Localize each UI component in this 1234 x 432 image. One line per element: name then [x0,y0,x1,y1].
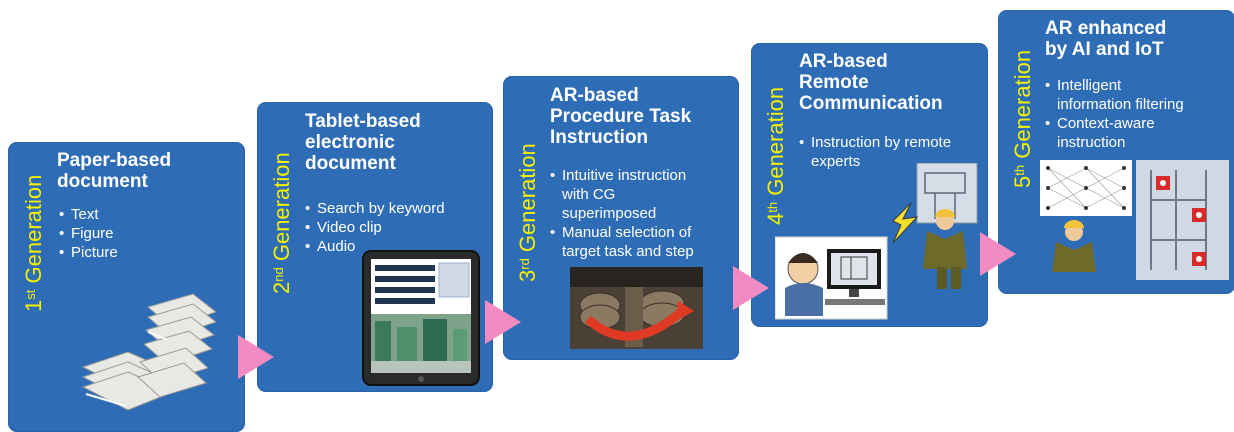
panel-gen-1: 1st Generation Paper-based document Text… [8,142,245,432]
arrow-right-icon [485,300,521,344]
list-item: Search by keyword [305,199,445,218]
bullet-list: • Intuitive instruction with CG superimp… [550,167,694,260]
list-item: target task and step [562,243,694,260]
list-item: Context-aware [1057,115,1155,132]
list-item: instruction [1057,134,1126,151]
bullet-list: Text Figure Picture [59,205,118,262]
list-item: Picture [59,243,118,262]
panel-gen-5: 5th Generation AR enhanced by AI and IoT… [998,10,1234,294]
neural-network-image [1040,160,1132,272]
panel-title: AR-based Procedure Task Instruction [550,85,692,148]
remote-expert-image [775,163,978,320]
panel-gen-3: 3rd Generation AR-based Procedure Task I… [503,76,739,360]
list-item: Text [59,205,118,224]
arrow-right-icon [733,266,769,310]
panel-title: Paper-based document [57,150,172,192]
list-item: Figure [59,224,118,243]
list-item: Manual selection of [562,224,692,241]
list-item: information filtering [1057,96,1184,113]
bullet-list: Instruction by remote experts [799,133,951,171]
tablet-image [362,250,480,386]
bullet-list: • Intelligent information filtering • Co… [1045,77,1184,151]
list-item: Audio [305,237,445,256]
list-item: with CG [562,186,616,203]
panel-title: AR enhanced by AI and IoT [1045,18,1167,60]
list-item: superimposed [562,205,657,222]
list-item: Intuitive instruction [562,167,687,184]
panel-gen-2: 2nd Generation Tablet-based electronic d… [257,102,493,392]
panel-title: Tablet-based electronic document [305,111,421,174]
arrow-right-icon [238,335,274,379]
panel-gen-4: 4th Generation AR-based Remote Communica… [751,43,988,327]
iot-sensor-image [1136,160,1229,280]
engine-photo [570,267,703,349]
list-item: Instruction by remote experts [799,133,951,171]
arrow-right-icon [980,232,1016,276]
list-item: Intelligent [1057,77,1122,94]
panel-title: AR-based Remote Communication [799,51,943,114]
list-item: Video clip [305,218,445,237]
paper-stack-image [81,293,218,411]
bullet-list: Search by keyword Video clip Audio [305,199,445,256]
